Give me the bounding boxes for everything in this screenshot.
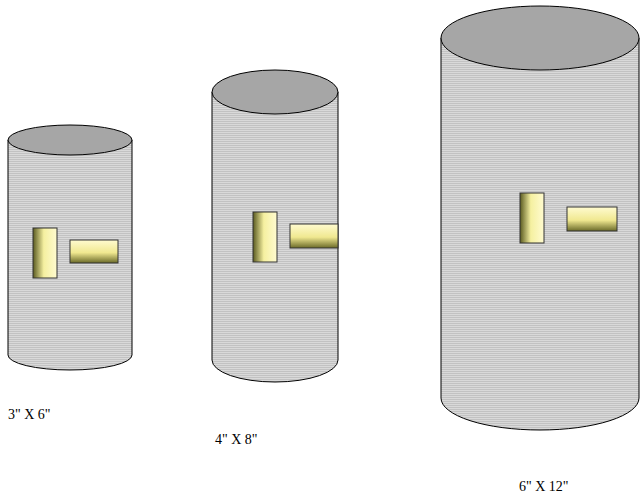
cylinder (441, 6, 639, 430)
dimension-label: 6" X 12" (519, 479, 569, 495)
dimension-label: 4" X 8" (215, 432, 258, 448)
dimension-label: 3" X 6" (8, 407, 51, 423)
cylinder (212, 70, 338, 382)
cylinder (8, 125, 132, 370)
